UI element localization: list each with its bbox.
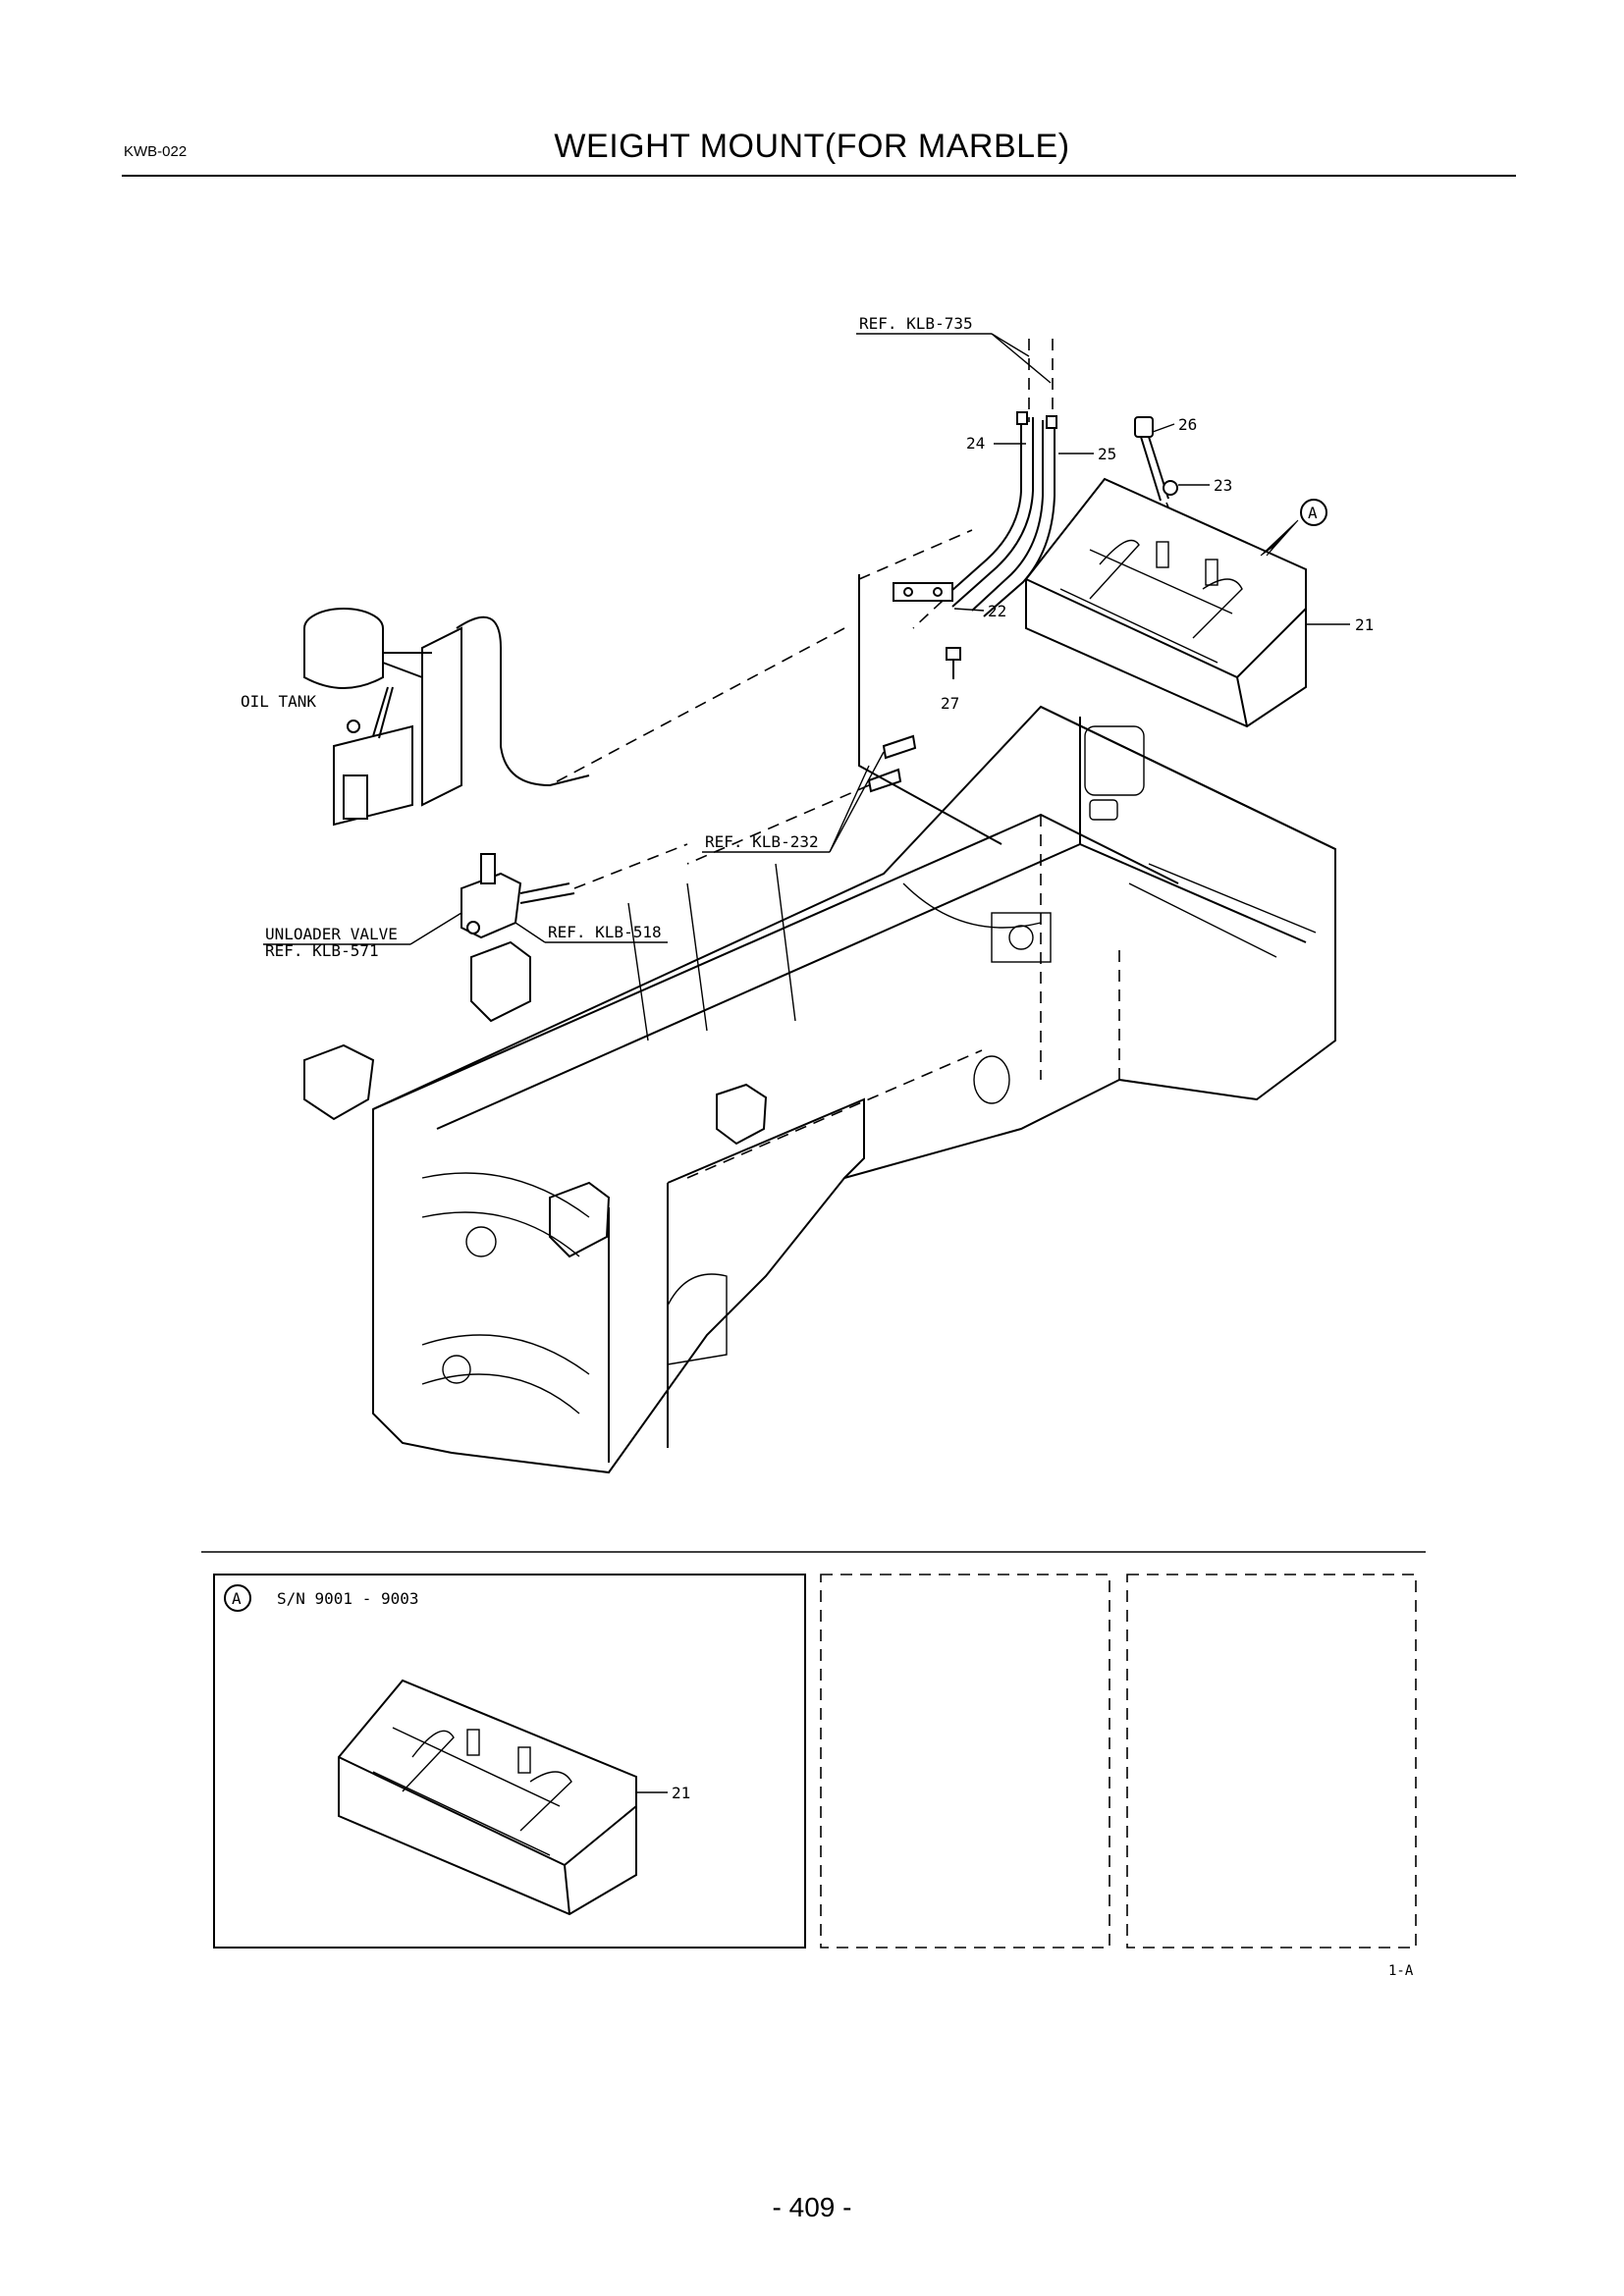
hoses-assembly: REF. KLB-735 24 25 [856,314,1116,629]
page-number: - 409 - [772,2192,852,2222]
title-rule [122,175,1516,177]
unloader-valve-label: UNLOADER VALVE [265,925,398,943]
view-a-marker [1300,499,1327,526]
empty-inset-panel-b [820,1574,1110,1949]
part-27-label: 27 [941,694,959,713]
main-frame [303,705,1336,1474]
serial-range-label: S/N 9001 - 9003 [277,1589,419,1608]
part-22-label: 22 [988,602,1006,620]
view-a-marker-label: A [1308,504,1318,522]
part-25-label: 25 [1098,445,1116,463]
oil-tank-assembly: OIL TANK [241,608,590,827]
part-23-label: 23 [1214,476,1232,495]
inset-view-marker-label: A [232,1589,242,1608]
inset-panel-a: A S/N 9001 - 9003 21 [213,1574,806,1949]
figure-code: 1-A [1388,1963,1414,1979]
unloader-valve-assembly: UNLOADER VALVE REF. KLB-571 REF. KLB-518 [263,843,688,960]
ref-518-label: REF. KLB-518 [548,923,662,941]
oil-tank-label: OIL TANK [241,692,316,711]
counterweight-21: 21 A [1025,477,1374,728]
document-code: KWB-022 [124,143,188,160]
part-26-label: 26 [1178,415,1197,434]
ref-232-fitting: REF. KLB-232 [686,734,917,865]
ref-735-label: REF. KLB-735 [859,314,973,333]
page-title: WEIGHT MOUNT(FOR MARBLE) [554,128,1070,165]
inset-part-21-label: 21 [672,1784,690,1802]
ref-232-label: REF. KLB-232 [705,832,819,851]
ref-571-label: REF. KLB-571 [265,941,379,960]
part-21-label: 21 [1355,615,1374,634]
empty-inset-panel-c [1126,1574,1417,1949]
bracket-22: 22 27 [549,529,1006,845]
part-24-label: 24 [966,434,985,453]
inset-view-marker [224,1584,251,1612]
